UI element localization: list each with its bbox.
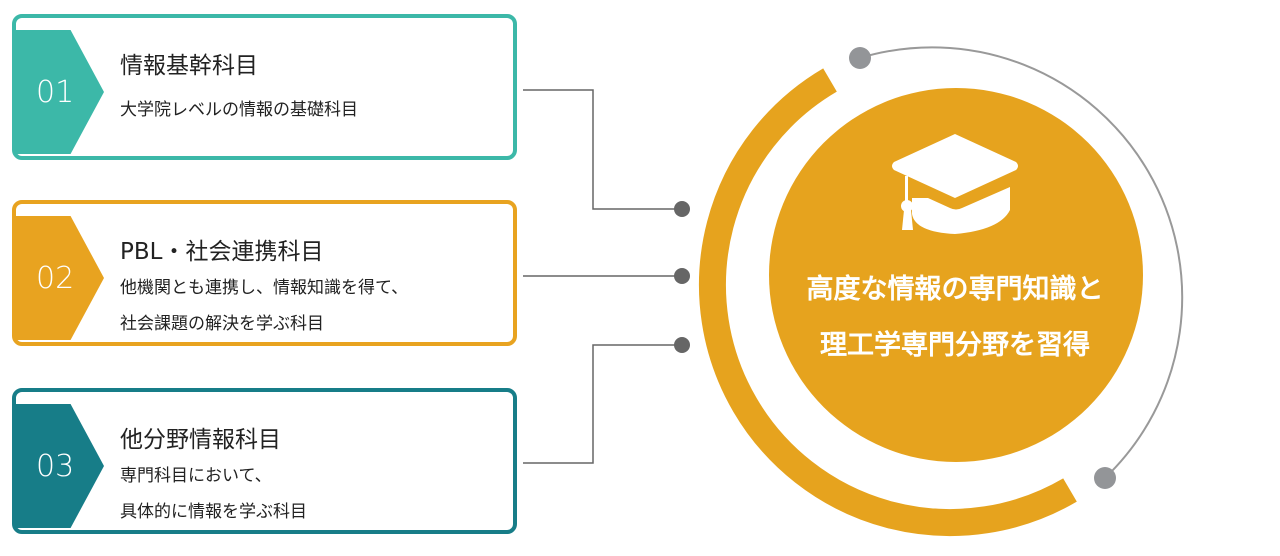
graduation-cap-icon xyxy=(892,134,1018,234)
goal-circle xyxy=(769,88,1143,462)
orange-arc xyxy=(699,68,1077,537)
number-badge: 01 xyxy=(16,30,104,154)
ring-dot-bottom xyxy=(1094,467,1116,489)
outer-gray-ring xyxy=(859,46,1184,479)
card-title: PBL・社会連携科目 xyxy=(120,239,324,265)
connector-dot-1 xyxy=(674,201,690,217)
card-core-info: 01 情報基幹科目 大学院レベルの情報の基礎科目 xyxy=(12,14,517,160)
connector-dot-2 xyxy=(674,268,690,284)
card-pbl: 02 PBL・社会連携科目 他機関とも連携し、情報知識を得て、社会課題の解決を学… xyxy=(12,200,517,346)
card-title: 情報基幹科目 xyxy=(120,53,258,79)
card-desc: 大学院レベルの情報の基礎科目 xyxy=(120,100,358,120)
number-badge: 02 xyxy=(16,216,104,340)
card-desc: 専門科目において、具体的に情報を学ぶ科目 xyxy=(120,466,307,522)
connector-3 xyxy=(523,344,680,464)
connector-dot-3 xyxy=(674,337,690,353)
card-title: 他分野情報科目 xyxy=(120,427,281,453)
connector-1 xyxy=(523,89,680,210)
goal-text: 高度な情報の専門知識と 理工学専門分野を習得 xyxy=(806,274,1104,361)
card-desc: 他機関とも連携し、情報知識を得て、社会課題の解決を学ぶ科目 xyxy=(120,278,409,334)
number-badge: 03 xyxy=(16,404,104,528)
card-other-field: 03 他分野情報科目 専門科目において、具体的に情報を学ぶ科目 xyxy=(12,388,517,534)
ring-dot-top xyxy=(849,47,871,69)
